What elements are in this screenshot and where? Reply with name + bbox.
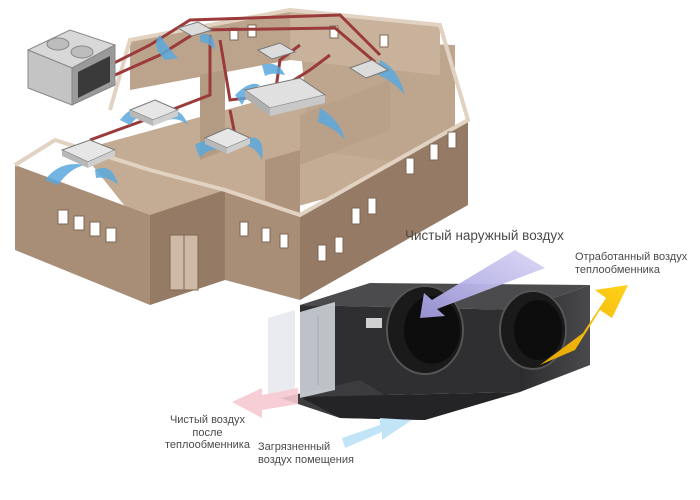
return-air-label: Загрязненный воздух помещения (258, 441, 354, 466)
wall-unit-1 (256, 42, 297, 60)
supply-air-label: Чистый воздух после теплообменника (165, 414, 250, 452)
partition-3 (265, 150, 300, 215)
wall-unit-3 (348, 59, 390, 79)
cassette-unit-2 (128, 99, 180, 126)
exhaust-air-label-line1: Отработанный воздух (575, 251, 688, 263)
windows-right (317, 131, 457, 262)
outdoor-unit (26, 29, 117, 106)
wall-unit-2 (176, 21, 214, 37)
return-air-label-line2: воздух помещения (258, 453, 354, 466)
main-front-wall (225, 190, 300, 300)
supply-air-label-line1: Чистый воздух (169, 414, 246, 426)
back-wall-right (290, 10, 440, 75)
exhaust-air-arrow (540, 285, 628, 365)
duct-unit (243, 77, 327, 116)
cassette-unit-3 (203, 127, 252, 154)
fan-1 (46, 37, 70, 51)
partition-2 (300, 80, 390, 165)
collar-left (386, 285, 464, 375)
right-wall (300, 120, 468, 300)
windows-back (229, 24, 389, 48)
supply-air-label-line2: после (192, 426, 223, 439)
return-air-label-line1: Загрязненный (258, 441, 331, 453)
fan-2 (70, 45, 94, 59)
collar-right (499, 290, 567, 370)
windows-left (57, 209, 289, 249)
supply-air-label-line3: теплообменника (165, 439, 250, 452)
fresh-air-arrow (420, 250, 545, 318)
exhaust-air-label: Отработанный воздух теплообменника (575, 251, 687, 276)
supply-air-arrow (232, 388, 298, 418)
left-wing-front-wall (15, 165, 150, 305)
hru-bracket (366, 318, 382, 328)
fresh-outdoor-air-label: Чистый наружный воздух (405, 228, 564, 243)
indoor-units (60, 21, 390, 168)
cassette-unit-1 (60, 139, 117, 168)
return-air-arrow (342, 418, 412, 448)
hru-access-panel (268, 310, 295, 398)
exhaust-air-label-line2: теплообменника (575, 263, 660, 276)
heat-recovery-unit (268, 283, 590, 420)
outdoor-unit-grille (78, 56, 110, 98)
